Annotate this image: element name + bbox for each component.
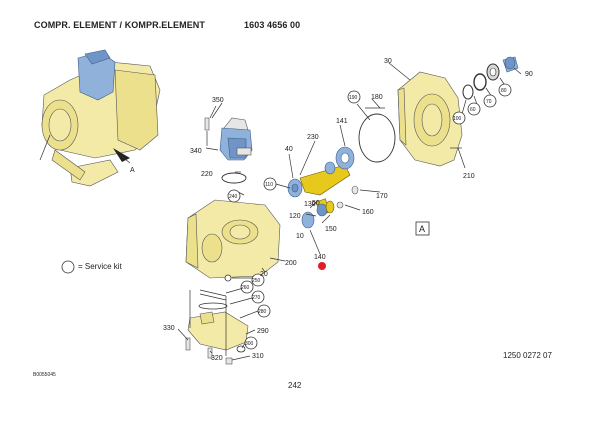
label-20: 20 — [260, 271, 268, 278]
service-kit-legend: = Service kit — [78, 262, 122, 271]
doc-number: 1250 0272 07 — [503, 351, 552, 360]
seal-stack — [462, 56, 519, 100]
label-40: 40 — [285, 146, 293, 153]
label-180: 180 — [371, 94, 383, 101]
page-number: 242 — [288, 381, 302, 390]
label-70: 70 — [486, 99, 492, 105]
label-340: 340 — [190, 148, 202, 155]
label-141: 141 — [336, 118, 348, 125]
label-160: 160 — [362, 209, 374, 216]
rotor-assembly — [287, 146, 359, 229]
diagram-title: COMPR. ELEMENT / KOMPR.ELEMENT — [34, 20, 206, 30]
label-330: 330 — [163, 325, 175, 332]
label-240: 240 — [229, 194, 238, 200]
housing-30 — [397, 71, 463, 167]
inlet-valve-assembly — [204, 117, 253, 161]
label-320: 320 — [211, 355, 223, 362]
label-110: 110 — [265, 182, 273, 188]
label-130: 130 — [304, 201, 316, 208]
label-230: 230 — [307, 134, 319, 141]
label-210: 210 — [463, 173, 475, 180]
label-150: 150 — [325, 226, 337, 233]
label-220: 220 — [201, 171, 213, 178]
label-120: 120 — [289, 213, 301, 220]
label-30: 30 — [384, 58, 392, 65]
main-housing-10 — [185, 199, 281, 279]
label-260: 260 — [241, 285, 250, 291]
label-270: 270 — [252, 295, 261, 301]
label-60: 60 — [470, 107, 476, 113]
label-170: 170 — [376, 193, 388, 200]
label-190: 190 — [349, 95, 358, 101]
service-kit-markers — [227, 83, 512, 350]
highlight-dot — [318, 262, 326, 270]
label-290: 290 — [257, 328, 269, 335]
lower-parts — [185, 274, 249, 365]
view-marker-a: A — [130, 167, 135, 174]
label-250: 250 — [252, 278, 261, 284]
label-310: 310 — [252, 353, 264, 360]
label-80: 80 — [501, 88, 507, 94]
label-10: 10 — [296, 233, 304, 240]
label-200: 200 — [285, 260, 297, 267]
part-number: 1603 4656 00 — [244, 20, 301, 30]
service-kit-legend-circle — [61, 260, 75, 274]
label-350: 350 — [212, 97, 224, 104]
view-a-box-letter: A — [419, 224, 425, 234]
label-280: 280 — [258, 309, 267, 315]
label-300: 300 — [245, 341, 254, 347]
label-140: 140 — [314, 254, 326, 261]
ref-code: B0055045 — [33, 372, 56, 378]
label-100: 100 — [453, 116, 462, 122]
overview-compressor — [39, 49, 161, 187]
label-50: 50 — [312, 200, 320, 207]
view-a-box — [415, 221, 430, 236]
label-90: 90 — [525, 71, 533, 78]
